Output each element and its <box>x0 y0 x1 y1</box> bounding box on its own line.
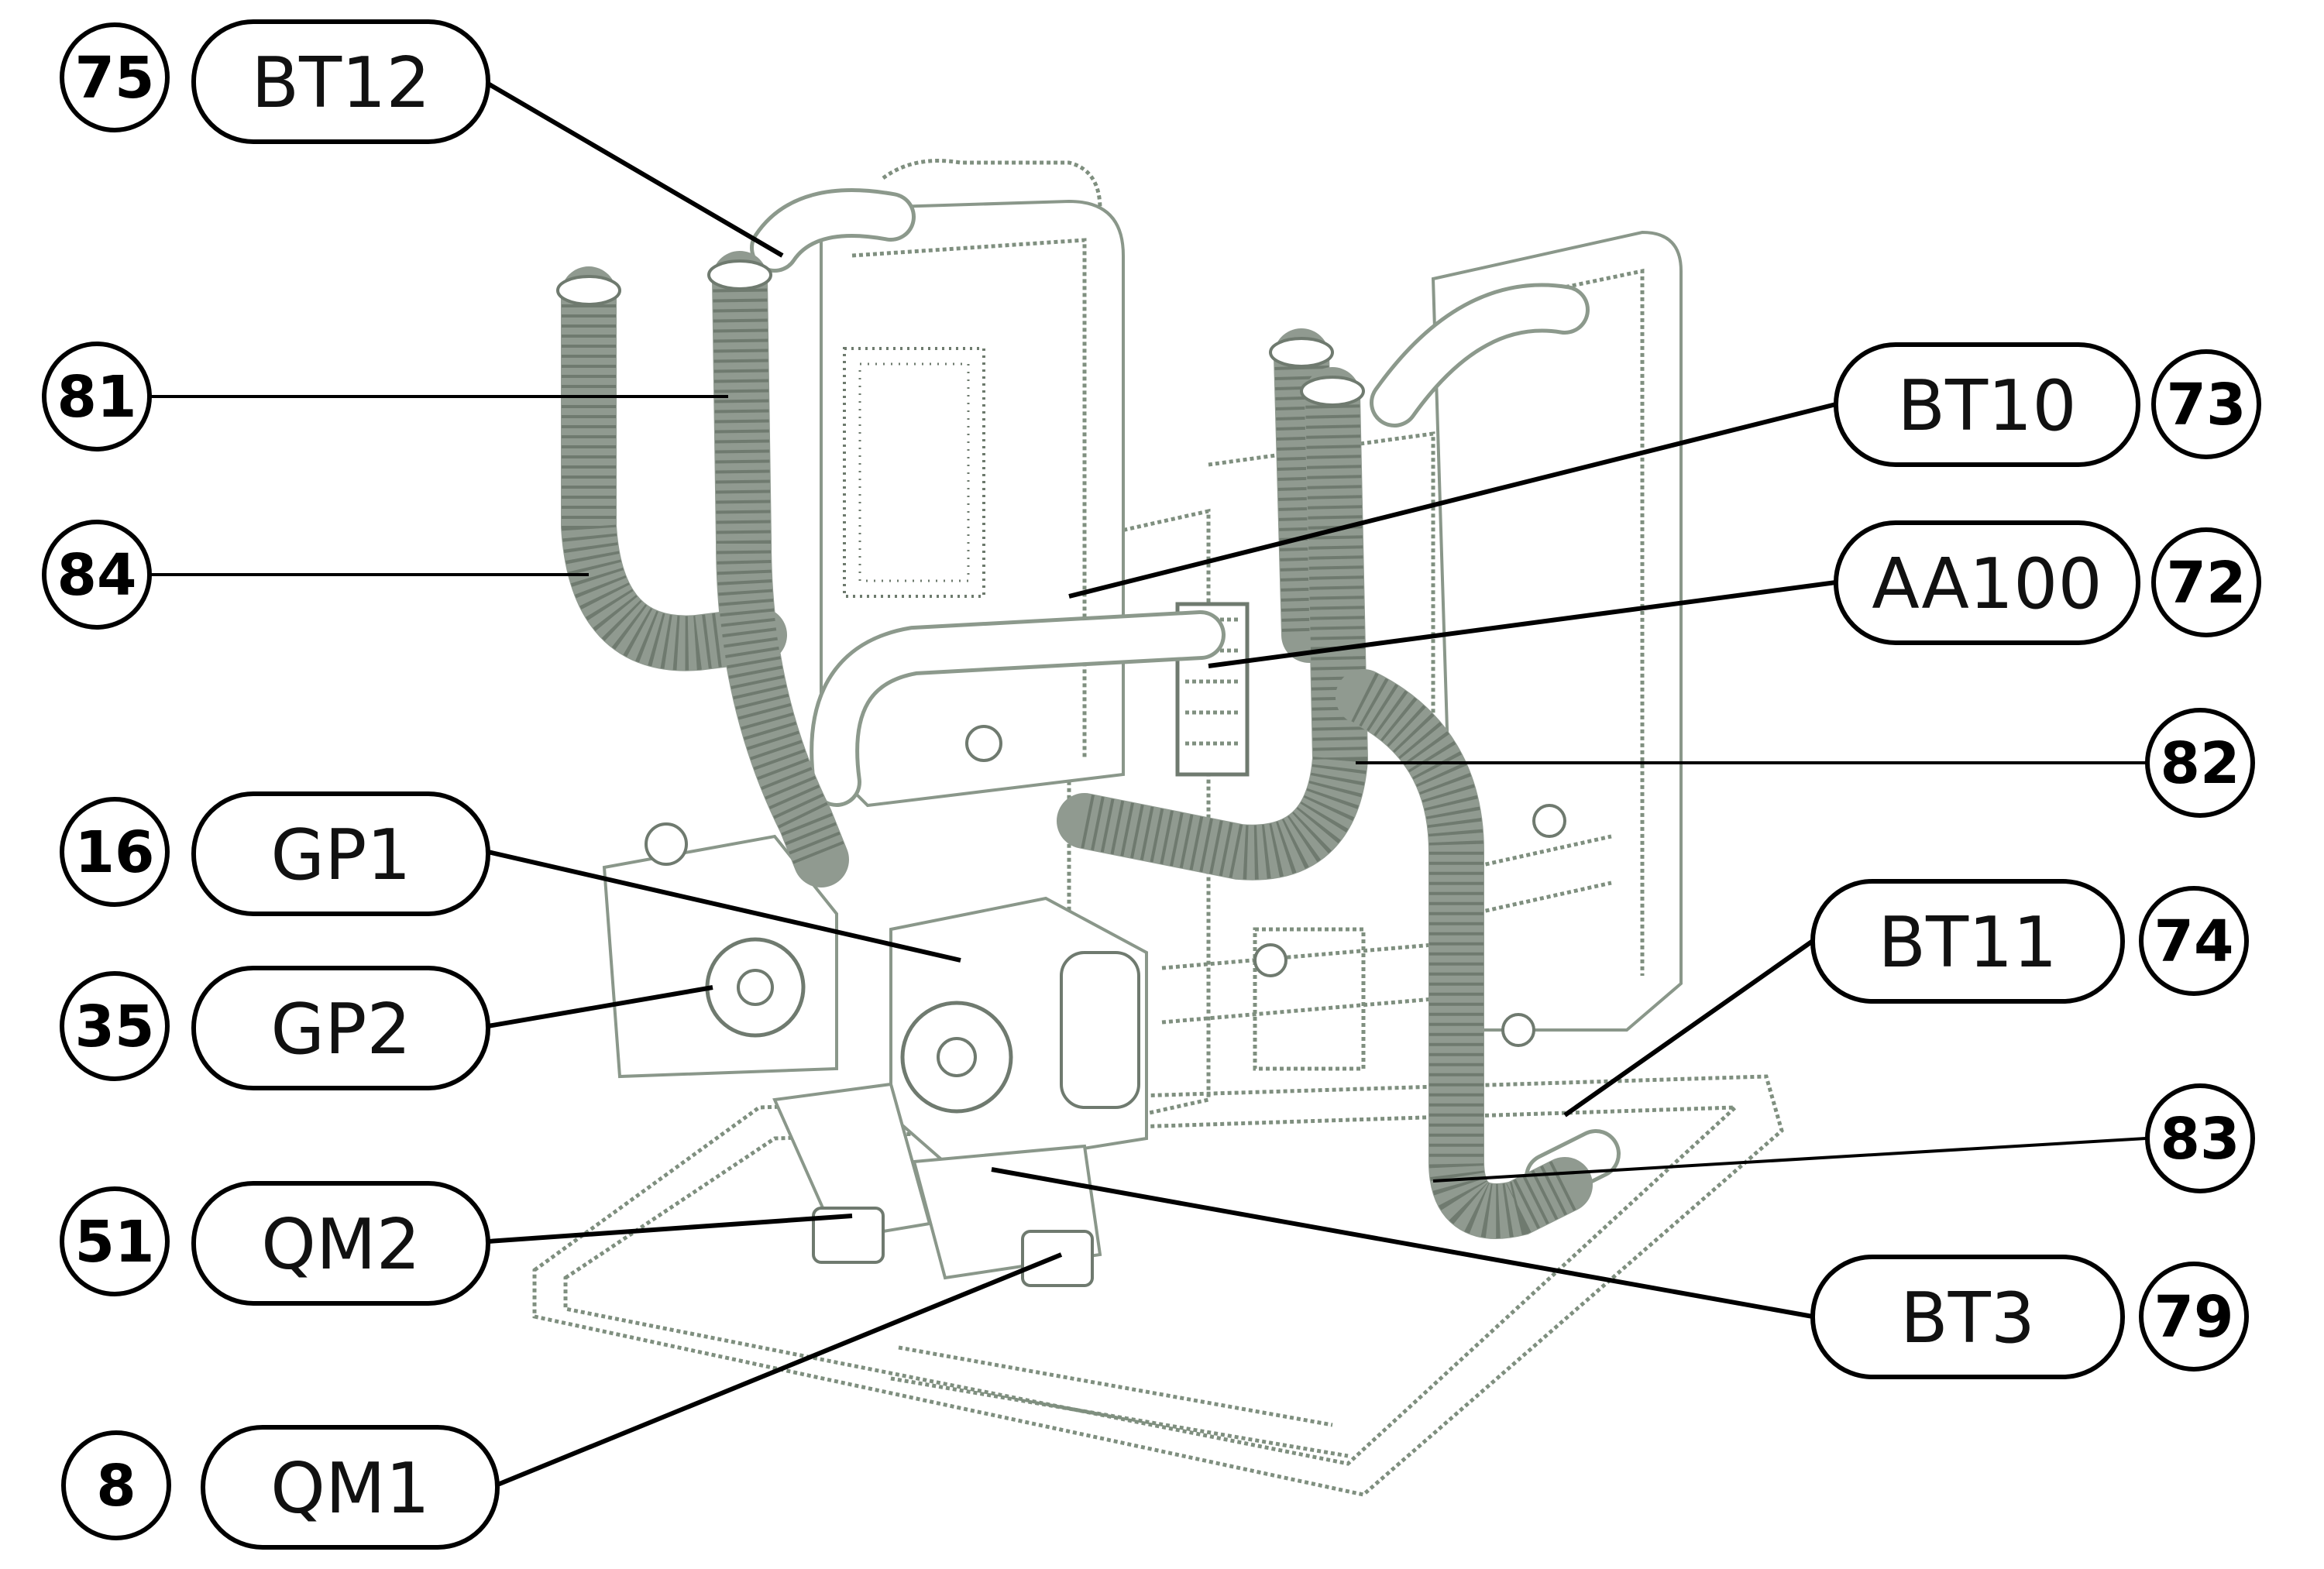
number-circle <box>61 1430 171 1540</box>
callout-code: GP2 <box>270 989 411 1070</box>
callout-bt11: BT11 74 <box>1810 879 2249 1004</box>
leader-bt11 <box>1563 939 1814 1118</box>
callout-bt12: 75 BT12 <box>60 19 490 144</box>
callout-number: 8 <box>96 1453 136 1519</box>
leader-83 <box>1432 1137 2147 1183</box>
corrugated-hoses <box>561 251 1593 1239</box>
leader-aa100 <box>1208 580 1837 668</box>
callout-qm2: 51 QM2 <box>60 1181 490 1306</box>
number-circle <box>42 520 152 630</box>
callout-number: 16 <box>75 819 155 886</box>
number-circle <box>2139 1262 2249 1372</box>
leader-gp2 <box>487 985 713 1028</box>
callouts: 75 BT12 81 84 16 GP1 35 GP2 <box>42 19 2261 1550</box>
callout-code: BT12 <box>251 43 430 124</box>
callout-bt3: BT3 79 <box>1810 1255 2249 1379</box>
callout-82: 82 <box>2145 708 2255 818</box>
callout-81: 81 <box>42 342 152 451</box>
leader-lines <box>151 81 2147 1488</box>
code-pill <box>1834 520 2140 645</box>
callout-code: BT11 <box>1878 902 2057 984</box>
front-pump-housing <box>889 896 1148 1172</box>
callout-number: 81 <box>57 364 137 431</box>
leader-qm2 <box>487 1214 853 1244</box>
number-circle <box>2151 349 2261 459</box>
callout-number: 35 <box>75 994 155 1060</box>
callout-code: QM2 <box>261 1204 421 1286</box>
code-pill <box>191 791 490 916</box>
number-circle <box>60 797 170 907</box>
code-pill <box>191 19 490 144</box>
number-circle <box>2145 708 2255 818</box>
code-pill <box>1834 342 2140 467</box>
callout-number: 79 <box>2154 1284 2234 1351</box>
callout-83: 83 <box>2145 1083 2255 1193</box>
callout-number: 84 <box>57 542 137 609</box>
callout-number: 73 <box>2167 372 2247 438</box>
number-circle <box>60 22 170 132</box>
callout-number: 74 <box>2154 908 2234 975</box>
callout-aa100: AA100 72 <box>1834 520 2261 645</box>
callout-gp2: 35 GP2 <box>60 966 490 1090</box>
callout-code: BT10 <box>1897 366 2076 447</box>
callout-qm1: 8 QM1 <box>61 1425 500 1550</box>
callout-gp1: 16 GP1 <box>60 791 490 916</box>
base-tray <box>532 1074 1784 1497</box>
number-circle <box>42 342 152 451</box>
callout-number: 83 <box>2161 1106 2240 1172</box>
leader-bt10 <box>1068 402 1837 599</box>
code-pill <box>191 966 490 1090</box>
callout-code: QM1 <box>270 1448 430 1530</box>
callout-number: 82 <box>2161 730 2240 797</box>
code-pill <box>1810 879 2125 1004</box>
callout-number: 72 <box>2167 550 2247 616</box>
leader-bt3 <box>991 1167 1813 1319</box>
number-circle <box>2139 886 2249 996</box>
code-pill <box>191 1181 490 1306</box>
number-circle <box>2151 527 2261 637</box>
callout-number: 75 <box>75 45 155 112</box>
left-pump-housing <box>602 834 838 1079</box>
leader-bt12 <box>486 81 784 258</box>
leader-gp1 <box>487 850 961 963</box>
callout-bt10: BT10 73 <box>1834 342 2261 467</box>
callout-number: 51 <box>75 1209 155 1275</box>
leader-qm1 <box>494 1252 1063 1488</box>
callout-code: BT3 <box>1900 1278 2035 1359</box>
machine-drawing <box>532 159 1784 1497</box>
fittings <box>556 259 1566 1047</box>
code-pill <box>1810 1255 2125 1379</box>
callout-code: AA100 <box>1872 544 2102 625</box>
number-circle <box>60 1186 170 1296</box>
code-pill <box>201 1425 500 1550</box>
number-circle <box>60 971 170 1081</box>
number-circle <box>2145 1083 2255 1193</box>
callout-84: 84 <box>42 520 152 630</box>
callout-code: GP1 <box>270 815 411 896</box>
